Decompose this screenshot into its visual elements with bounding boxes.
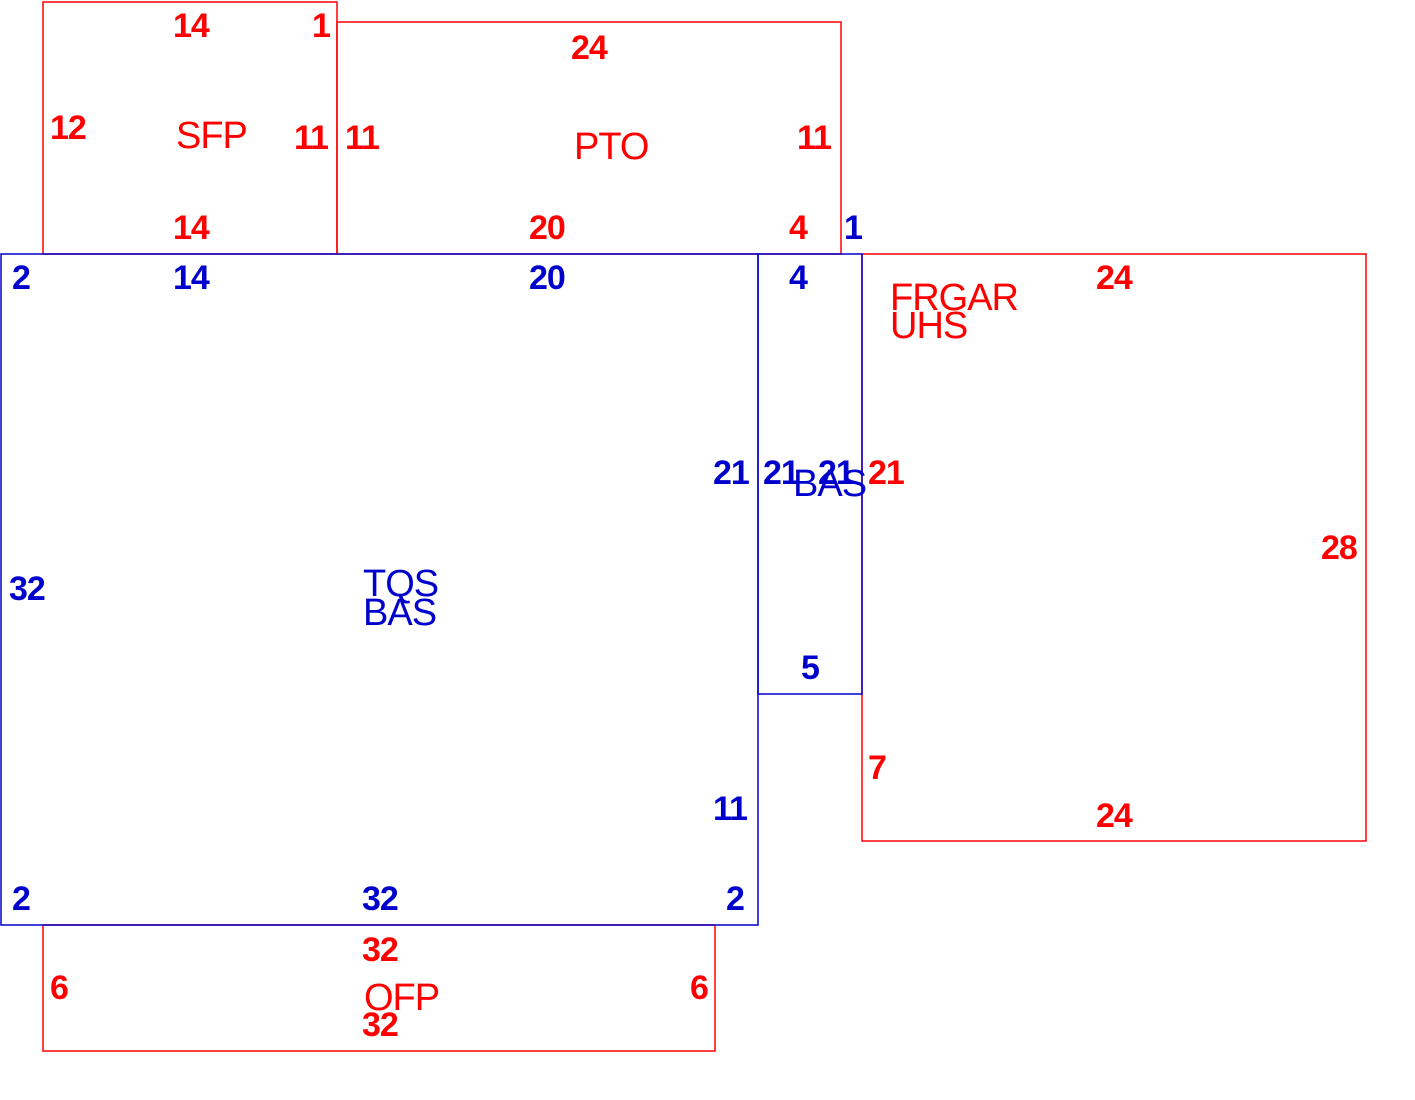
- dim-frgar-left-21: 21: [868, 454, 904, 492]
- dim-bas-side-bottom: 5: [801, 649, 819, 687]
- bas-side-label: BAS: [793, 463, 866, 505]
- dim-sfp-left: 12: [50, 109, 86, 147]
- dim-bas-side-left-21: 21: [763, 454, 799, 492]
- dim-frgar-left-7: 7: [868, 749, 886, 787]
- dim-sfp-bottom: 14: [173, 209, 210, 247]
- tqs-label: TQS: [363, 563, 438, 605]
- ofp-label: OFP: [364, 977, 439, 1019]
- dim-connector-1: 1: [844, 209, 862, 247]
- dim-bas-bottom-right: 2: [726, 880, 744, 918]
- dim-pto-right: 11: [797, 119, 831, 157]
- uhs-label: UHS: [890, 305, 967, 347]
- dim-ofp-left: 6: [50, 969, 68, 1007]
- dim-bas-bottom-left: 2: [12, 880, 30, 918]
- dim-bas-top-14: 14: [173, 259, 210, 297]
- dim-sfp-right: 11: [294, 119, 328, 157]
- dim-pto-bottom: 20: [529, 209, 565, 247]
- dim-bas-side-right-21: 21: [818, 454, 854, 492]
- dim-bas-top-20: 20: [529, 259, 565, 297]
- dim-ofp-top: 32: [362, 931, 398, 969]
- dim-bas-right-11: 11: [713, 790, 747, 828]
- dim-frgar-top: 24: [1096, 259, 1133, 297]
- dim-pto-bottom-right: 4: [789, 209, 808, 247]
- dim-ofp-bottom: 32: [362, 1006, 398, 1044]
- dim-bas-side-top: 4: [789, 259, 808, 297]
- dim-bas-left: 32: [9, 570, 45, 608]
- dim-pto-left: 11: [345, 119, 379, 157]
- dim-frgar-right: 28: [1321, 529, 1357, 567]
- dim-bas-bottom: 32: [362, 880, 398, 918]
- dim-frgar-bottom: 24: [1096, 797, 1133, 835]
- sfp-label: SFP: [176, 115, 247, 157]
- dim-sfp-top: 14: [173, 7, 210, 45]
- bas-main-label: BAS: [363, 592, 436, 634]
- bas-side-outline: [757, 253, 863, 695]
- dim-ofp-right: 6: [690, 969, 708, 1007]
- dim-bas-right-21: 21: [713, 454, 749, 492]
- dim-pto-top: 24: [571, 29, 608, 67]
- frgar-label: FRGAR: [890, 277, 1018, 319]
- dim-sfp-top-right: 1: [312, 7, 330, 45]
- dim-bas-top-left: 2: [12, 259, 30, 297]
- pto-label: PTO: [574, 126, 648, 168]
